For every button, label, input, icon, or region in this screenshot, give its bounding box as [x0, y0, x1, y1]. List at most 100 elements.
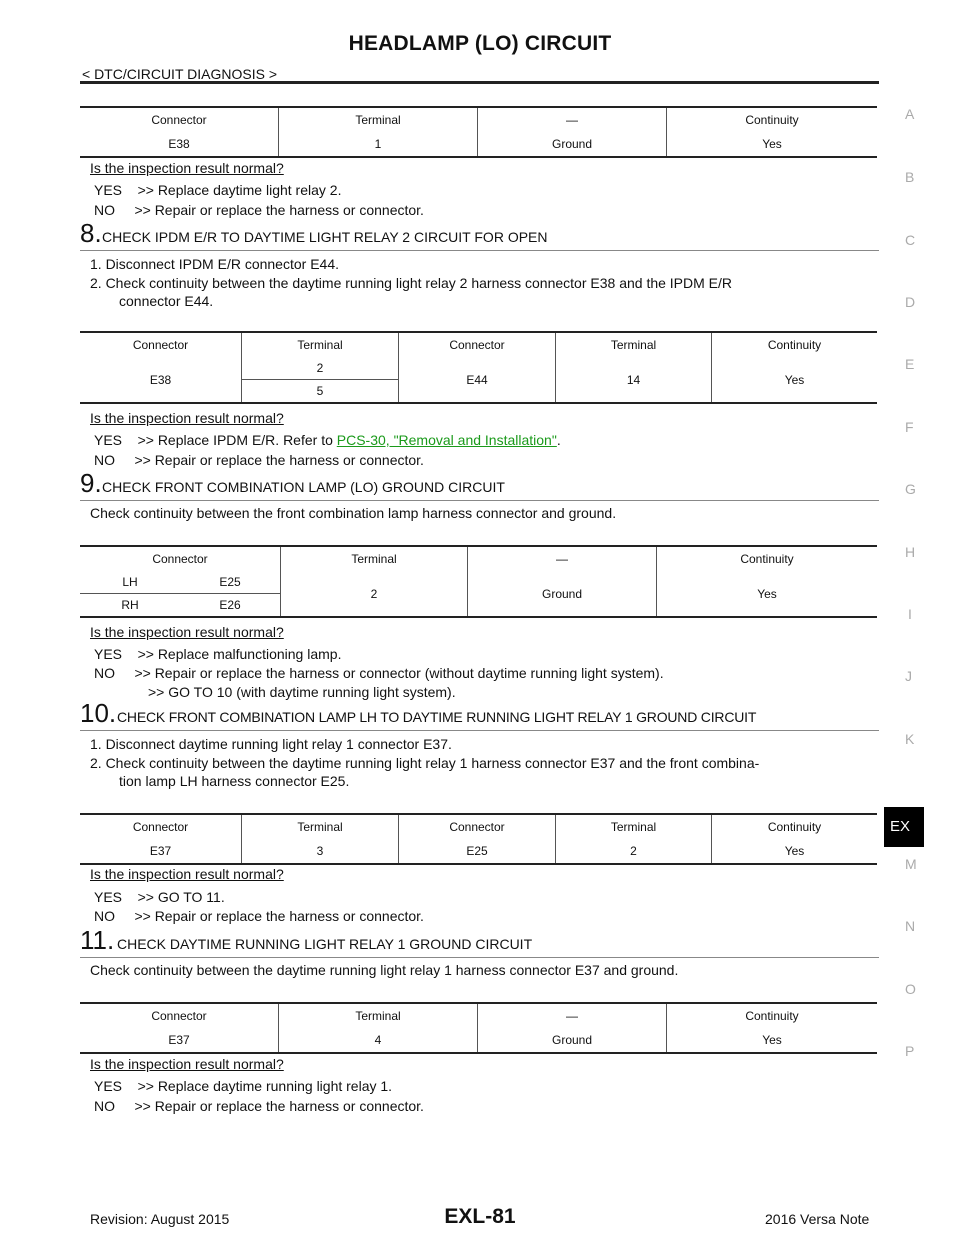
cell-connector: E44 — [398, 357, 556, 404]
cell-connector: E37 — [80, 839, 242, 865]
th-terminal: Terminal — [278, 1002, 478, 1028]
step-number: 8. — [80, 218, 102, 248]
side-index-o[interactable]: O — [905, 981, 916, 997]
cell-continuity: Yes — [656, 571, 877, 618]
cell-terminal: 1 — [278, 132, 478, 158]
cell-terminal: 5 — [241, 379, 399, 404]
answer-yes: YES >> Replace daytime light relay 2. — [94, 182, 342, 198]
answer-no: NO >> Repair or replace the harness or c… — [94, 202, 424, 218]
th-connector: Connector — [80, 545, 281, 571]
cell-side: LH — [122, 575, 138, 589]
th-connector: Connector — [80, 331, 242, 357]
th-connector: Connector — [398, 813, 556, 839]
step-10-instruction-1: 1. Disconnect daytime running light rela… — [90, 736, 452, 752]
answer-yes: YES >> Replace malfunctioning lamp. — [94, 646, 342, 662]
cell-connector: E38 — [80, 357, 242, 404]
inspection-question: Is the inspection result normal? — [90, 1056, 284, 1072]
th-dash: — — [467, 545, 657, 571]
th-connector: Connector — [80, 1002, 279, 1028]
step-title: CHECK DAYTIME RUNNING LIGHT RELAY 1 GROU… — [117, 936, 533, 952]
cell-side: RH — [80, 593, 180, 618]
side-index-k[interactable]: K — [905, 731, 915, 747]
answer-no-2: >> GO TO 10 (with daytime running light … — [148, 684, 456, 700]
cell-connector: E37 — [80, 1028, 279, 1054]
side-index-f[interactable]: F — [905, 419, 914, 435]
th-continuity: Continuity — [711, 813, 877, 839]
th-terminal: Terminal — [241, 813, 399, 839]
th-connector: Connector — [80, 106, 279, 132]
side-index-g[interactable]: G — [905, 481, 916, 497]
th-connector: Connector — [398, 331, 556, 357]
side-index-b[interactable]: B — [905, 169, 915, 185]
removal-installation-link[interactable]: PCS-30, "Removal and Installation" — [336, 432, 557, 448]
th-terminal: Terminal — [278, 106, 478, 132]
continuity-table-2: Connector Terminal Connector Terminal Co… — [80, 331, 877, 404]
cell-connector: E38 — [80, 132, 279, 158]
side-index-n[interactable]: N — [905, 918, 916, 934]
th-terminal: Terminal — [555, 331, 712, 357]
th-continuity: Continuity — [666, 106, 877, 132]
step-title: CHECK FRONT COMBINATION LAMP (LO) GROUND… — [102, 479, 505, 495]
side-index-c[interactable]: C — [905, 232, 916, 248]
answer-no: NO >> Repair or replace the harness or c… — [94, 665, 664, 681]
step-8-instruction-1: 1. Disconnect IPDM E/R connector E44. — [90, 256, 339, 272]
cell-terminal: 14 — [555, 357, 712, 404]
footer-revision: Revision: August 2015 — [90, 1211, 230, 1227]
continuity-table-5: Connector Terminal — Continuity E37 4 Gr… — [80, 1002, 877, 1054]
step-11-heading: 11. CHECK DAYTIME RUNNING LIGHT RELAY 1 … — [80, 925, 879, 958]
cell-ground: Ground — [477, 1028, 667, 1054]
step-8-instruction-2-cont: connector E44. — [119, 293, 214, 309]
th-terminal: Terminal — [555, 813, 712, 839]
step-10-instruction-2: 2. Check continuity between the daytime … — [90, 755, 760, 771]
answer-yes: YES >> Replace IPDM E/R. Refer to PCS-30… — [94, 432, 561, 448]
answer-no: NO >> Repair or replace the harness or c… — [94, 1098, 424, 1114]
cell-terminal: 2 — [241, 357, 399, 380]
step-number: 10. — [80, 698, 117, 728]
cell-ground: Ground — [477, 132, 667, 158]
answer-yes-period: . — [556, 432, 561, 448]
inspection-question: Is the inspection result normal? — [90, 160, 284, 176]
inspection-question: Is the inspection result normal? — [90, 410, 284, 426]
answer-no: NO >> Repair or replace the harness or c… — [94, 452, 424, 468]
cell-connector: E26 — [180, 593, 281, 618]
header-rule — [80, 81, 879, 84]
side-index-d[interactable]: D — [905, 294, 916, 310]
cell-continuity: Yes — [711, 839, 877, 865]
side-index-i[interactable]: I — [908, 606, 912, 622]
side-index-e[interactable]: E — [905, 356, 915, 372]
answer-yes: YES >> GO TO 11. — [94, 889, 225, 905]
step-number: 11. — [80, 925, 115, 955]
th-continuity: Continuity — [656, 545, 877, 571]
step-8-heading: 8. CHECK IPDM E/R TO DAYTIME LIGHT RELAY… — [80, 218, 879, 251]
continuity-table-3: Connector Terminal — Continuity LH E25 2… — [80, 545, 877, 618]
answer-no: NO >> Repair or replace the harness or c… — [94, 908, 424, 924]
cell-continuity: Yes — [666, 1028, 877, 1054]
side-index-h[interactable]: H — [905, 544, 916, 560]
side-index-j[interactable]: J — [905, 668, 912, 684]
footer-model: 2016 Versa Note — [765, 1211, 870, 1227]
cell-terminal: 3 — [241, 839, 399, 865]
cell-continuity: Yes — [666, 132, 877, 158]
th-terminal: Terminal — [241, 331, 399, 357]
step-10-heading: 10. CHECK FRONT COMBINATION LAMP LH TO D… — [80, 698, 879, 731]
th-dash: — — [477, 1002, 667, 1028]
continuity-table-4: Connector Terminal Connector Terminal Co… — [80, 813, 877, 865]
cell-terminal: 4 — [278, 1028, 478, 1054]
step-9-instruction: Check continuity between the front combi… — [90, 505, 617, 521]
cell-ground: Ground — [467, 571, 657, 618]
side-index-p[interactable]: P — [905, 1043, 915, 1059]
side-index-a[interactable]: A — [905, 106, 915, 122]
page-title: HEADLAMP (LO) CIRCUIT — [348, 32, 612, 55]
answer-yes: YES >> Replace daytime running light rel… — [94, 1078, 393, 1094]
cell-terminal: 2 — [555, 839, 712, 865]
step-8-instruction-2: 2. Check continuity between the daytime … — [90, 275, 733, 291]
step-title: CHECK FRONT COMBINATION LAMP LH TO DAYTI… — [117, 709, 757, 725]
step-10-instruction-2-cont: tion lamp LH harness connector E25. — [119, 773, 350, 789]
continuity-table-1: Connector Terminal — Continuity E38 1 Gr… — [80, 106, 877, 158]
answer-yes-text: YES >> Replace IPDM E/R. Refer to — [94, 432, 337, 448]
side-index-m[interactable]: M — [905, 856, 917, 872]
th-dash: — — [477, 106, 667, 132]
cell-connector: E25 — [219, 575, 241, 589]
inspection-question: Is the inspection result normal? — [90, 624, 284, 640]
side-index-active-tab[interactable]: EX — [884, 807, 924, 847]
